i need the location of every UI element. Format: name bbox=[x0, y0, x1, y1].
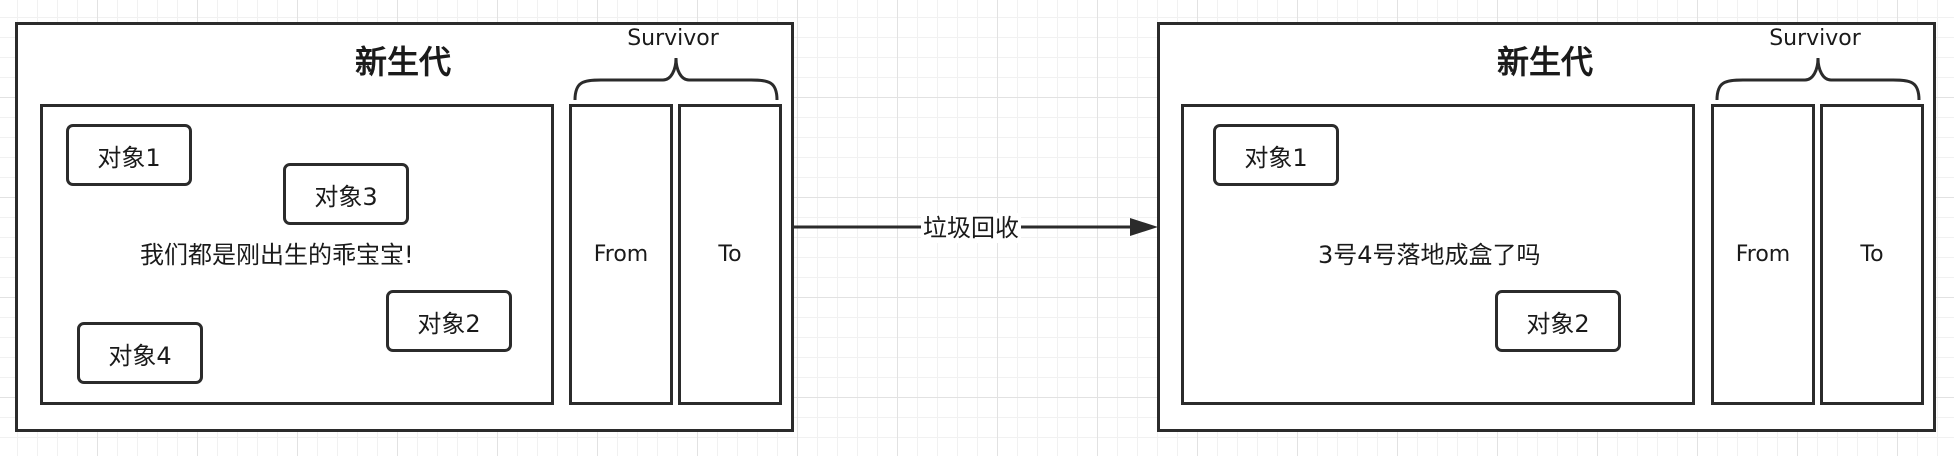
left-from-label: From bbox=[593, 242, 649, 267]
right-survivor-brace bbox=[1715, 57, 1921, 101]
right-from-label: From bbox=[1735, 242, 1791, 267]
right-object-2: 对象2 bbox=[1495, 290, 1621, 352]
right-object-1: 对象1 bbox=[1213, 124, 1339, 186]
left-object-1: 对象1 bbox=[66, 124, 192, 186]
left-object-2: 对象2 bbox=[386, 290, 512, 352]
left-object-3: 对象3 bbox=[283, 163, 409, 225]
left-survivor-from: From bbox=[569, 104, 673, 405]
right-survivor-from: From bbox=[1711, 104, 1815, 405]
right-to-label: To bbox=[1860, 242, 1884, 267]
right-panel-title: 新生代 bbox=[1496, 43, 1593, 81]
left-object-4: 对象4 bbox=[77, 322, 203, 384]
left-to-label: To bbox=[718, 242, 742, 267]
right-survivor-to: To bbox=[1820, 104, 1924, 405]
left-survivor-brace bbox=[573, 57, 779, 101]
left-panel-title: 新生代 bbox=[354, 43, 451, 81]
left-eden-caption: 我们都是刚出生的乖宝宝! bbox=[140, 241, 414, 269]
right-eden-caption: 3号4号落地成盒了吗 bbox=[1318, 241, 1541, 269]
left-survivor-label: Survivor bbox=[627, 26, 719, 51]
left-survivor-to: To bbox=[678, 104, 782, 405]
gc-arrow-label: 垃圾回收 bbox=[921, 213, 1021, 243]
right-survivor-label: Survivor bbox=[1769, 26, 1861, 51]
